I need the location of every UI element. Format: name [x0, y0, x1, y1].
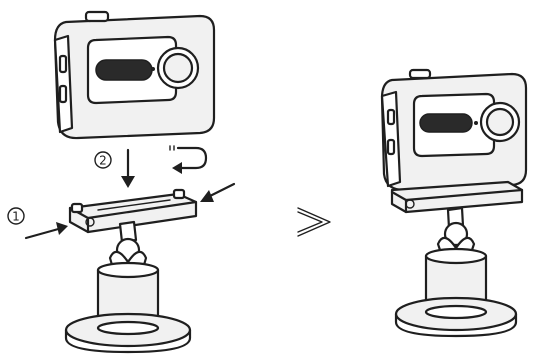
camera-module-left — [55, 12, 214, 138]
svg-text:2: 2 — [99, 154, 107, 168]
svg-text:1: 1 — [12, 210, 20, 224]
arrow-down-icon — [121, 150, 135, 188]
next-chevron-icon — [298, 208, 330, 236]
step-1-marker: 1 — [8, 208, 24, 224]
step-2-marker: 2 — [95, 152, 111, 168]
tripod-stand-left — [66, 222, 190, 352]
press-arrow-left-icon — [26, 222, 68, 238]
press-arrow-right-icon — [200, 184, 234, 202]
u-turn-arrow-icon — [170, 146, 206, 174]
camera-module-right — [382, 70, 526, 190]
tripod-stand-right — [396, 208, 516, 336]
